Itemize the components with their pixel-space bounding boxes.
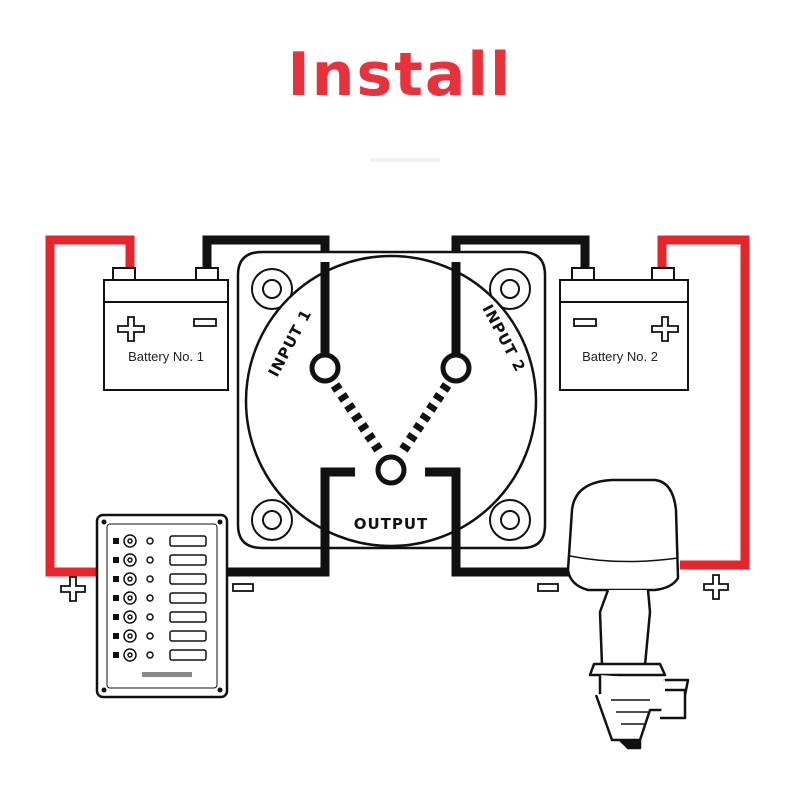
plus-icon — [651, 316, 679, 342]
battery-1: Battery No. 1 — [103, 267, 229, 391]
output-label: OUTPUT — [354, 515, 429, 533]
positive-wire-right — [657, 235, 750, 570]
battery-switch: INPUT 1 INPUT 2 OUTPUT — [236, 250, 547, 550]
plus-symbol-left — [60, 576, 86, 602]
minus-symbol-panel — [232, 583, 254, 592]
minus-icon — [193, 318, 217, 327]
minus-icon — [573, 318, 597, 327]
minus-symbol-motor — [537, 583, 559, 592]
input2-terminal — [440, 352, 472, 384]
switch-panel — [95, 513, 229, 699]
output-terminal — [375, 454, 407, 486]
battery-1-label: Battery No. 1 — [128, 349, 204, 364]
outboard-motor-icon — [566, 478, 690, 750]
battery-2-label: Battery No. 2 — [582, 349, 658, 364]
page-title: Install — [287, 40, 513, 110]
plus-icon — [117, 316, 145, 342]
positive-wire-left — [45, 235, 135, 577]
input1-terminal — [309, 352, 341, 384]
plus-symbol-right — [703, 574, 729, 600]
battery-2: Battery No. 2 — [559, 267, 689, 391]
